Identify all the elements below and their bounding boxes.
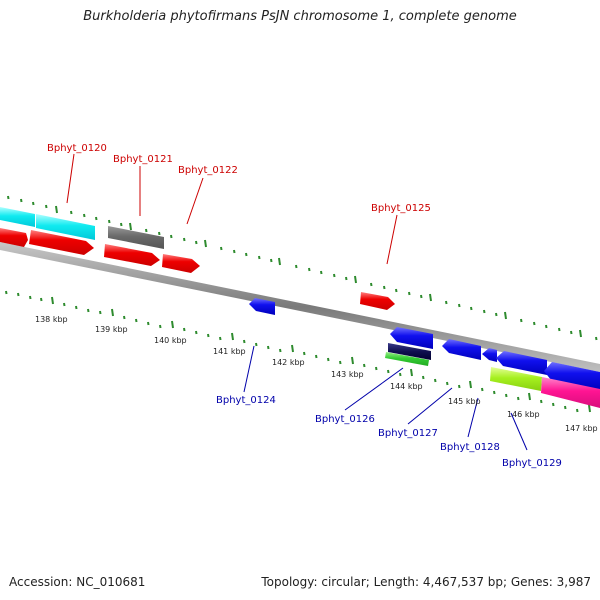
forward-genes [0,207,395,310]
gene-feature[interactable] [0,228,28,247]
kbp-label: 139 kbp [95,325,128,334]
kbp-label: 141 kbp [213,347,246,356]
gene-label[interactable]: Bphyt_0128 [440,442,500,453]
gene-labels-top: Bphyt_0120 Bphyt_0121 Bphyt_0122 Bphyt_0… [47,143,431,214]
kbp-label: 143 kbp [331,370,364,379]
reverse-genes [249,298,600,408]
gene-feature[interactable] [249,298,275,315]
gene-feature[interactable] [490,367,542,391]
gene-feature[interactable] [541,377,600,408]
gene-feature[interactable] [162,254,200,273]
accession-text: Accession: NC_010681 [9,575,146,589]
gene-label[interactable]: Bphyt_0121 [113,154,173,165]
gene-labels-bottom: Bphyt_0124 Bphyt_0126 Bphyt_0127 Bphyt_0… [216,395,562,469]
inner-tick-ring [5,290,591,413]
outer-tick-ring [7,195,598,341]
gene-feature[interactable] [388,343,431,360]
gene-feature[interactable] [108,226,164,249]
genome-summary-text: Topology: circular; Length: 4,467,537 bp… [261,575,591,589]
gene-feature[interactable] [36,214,95,240]
kbp-label: 138 kbp [35,315,68,324]
kbp-label: 147 kbp [565,424,598,433]
kbp-scale-labels: 138 kbp 139 kbp 140 kbp 141 kbp 142 kbp … [35,315,598,433]
kbp-label: 140 kbp [154,336,187,345]
kbp-label: 144 kbp [390,382,423,391]
gene-label[interactable]: Bphyt_0124 [216,395,276,406]
gene-feature[interactable] [29,230,94,255]
gene-label[interactable]: Bphyt_0129 [502,458,562,469]
gene-feature[interactable] [544,362,600,390]
gene-feature[interactable] [385,352,429,366]
gene-feature[interactable] [0,207,35,227]
leader-lines-bottom [243,345,528,451]
map-title: Burkholderia phytofirmans PsJN chromosom… [83,9,517,24]
gene-feature[interactable] [442,339,481,360]
kbp-label: 145 kbp [448,397,481,406]
gene-feature[interactable] [496,351,547,375]
gene-feature[interactable] [390,327,433,349]
gene-feature[interactable] [360,292,395,310]
gene-label[interactable]: Bphyt_0127 [378,428,438,439]
gene-label[interactable]: Bphyt_0125 [371,203,431,214]
kbp-label: 142 kbp [272,358,305,367]
gene-feature[interactable] [482,348,497,362]
gene-label[interactable]: Bphyt_0122 [178,165,238,176]
leader-lines-top [66,153,398,265]
gene-label[interactable]: Bphyt_0120 [47,143,107,154]
gene-feature[interactable] [104,244,160,266]
gene-label[interactable]: Bphyt_0126 [315,414,375,425]
kbp-label: 146 kbp [507,410,540,419]
